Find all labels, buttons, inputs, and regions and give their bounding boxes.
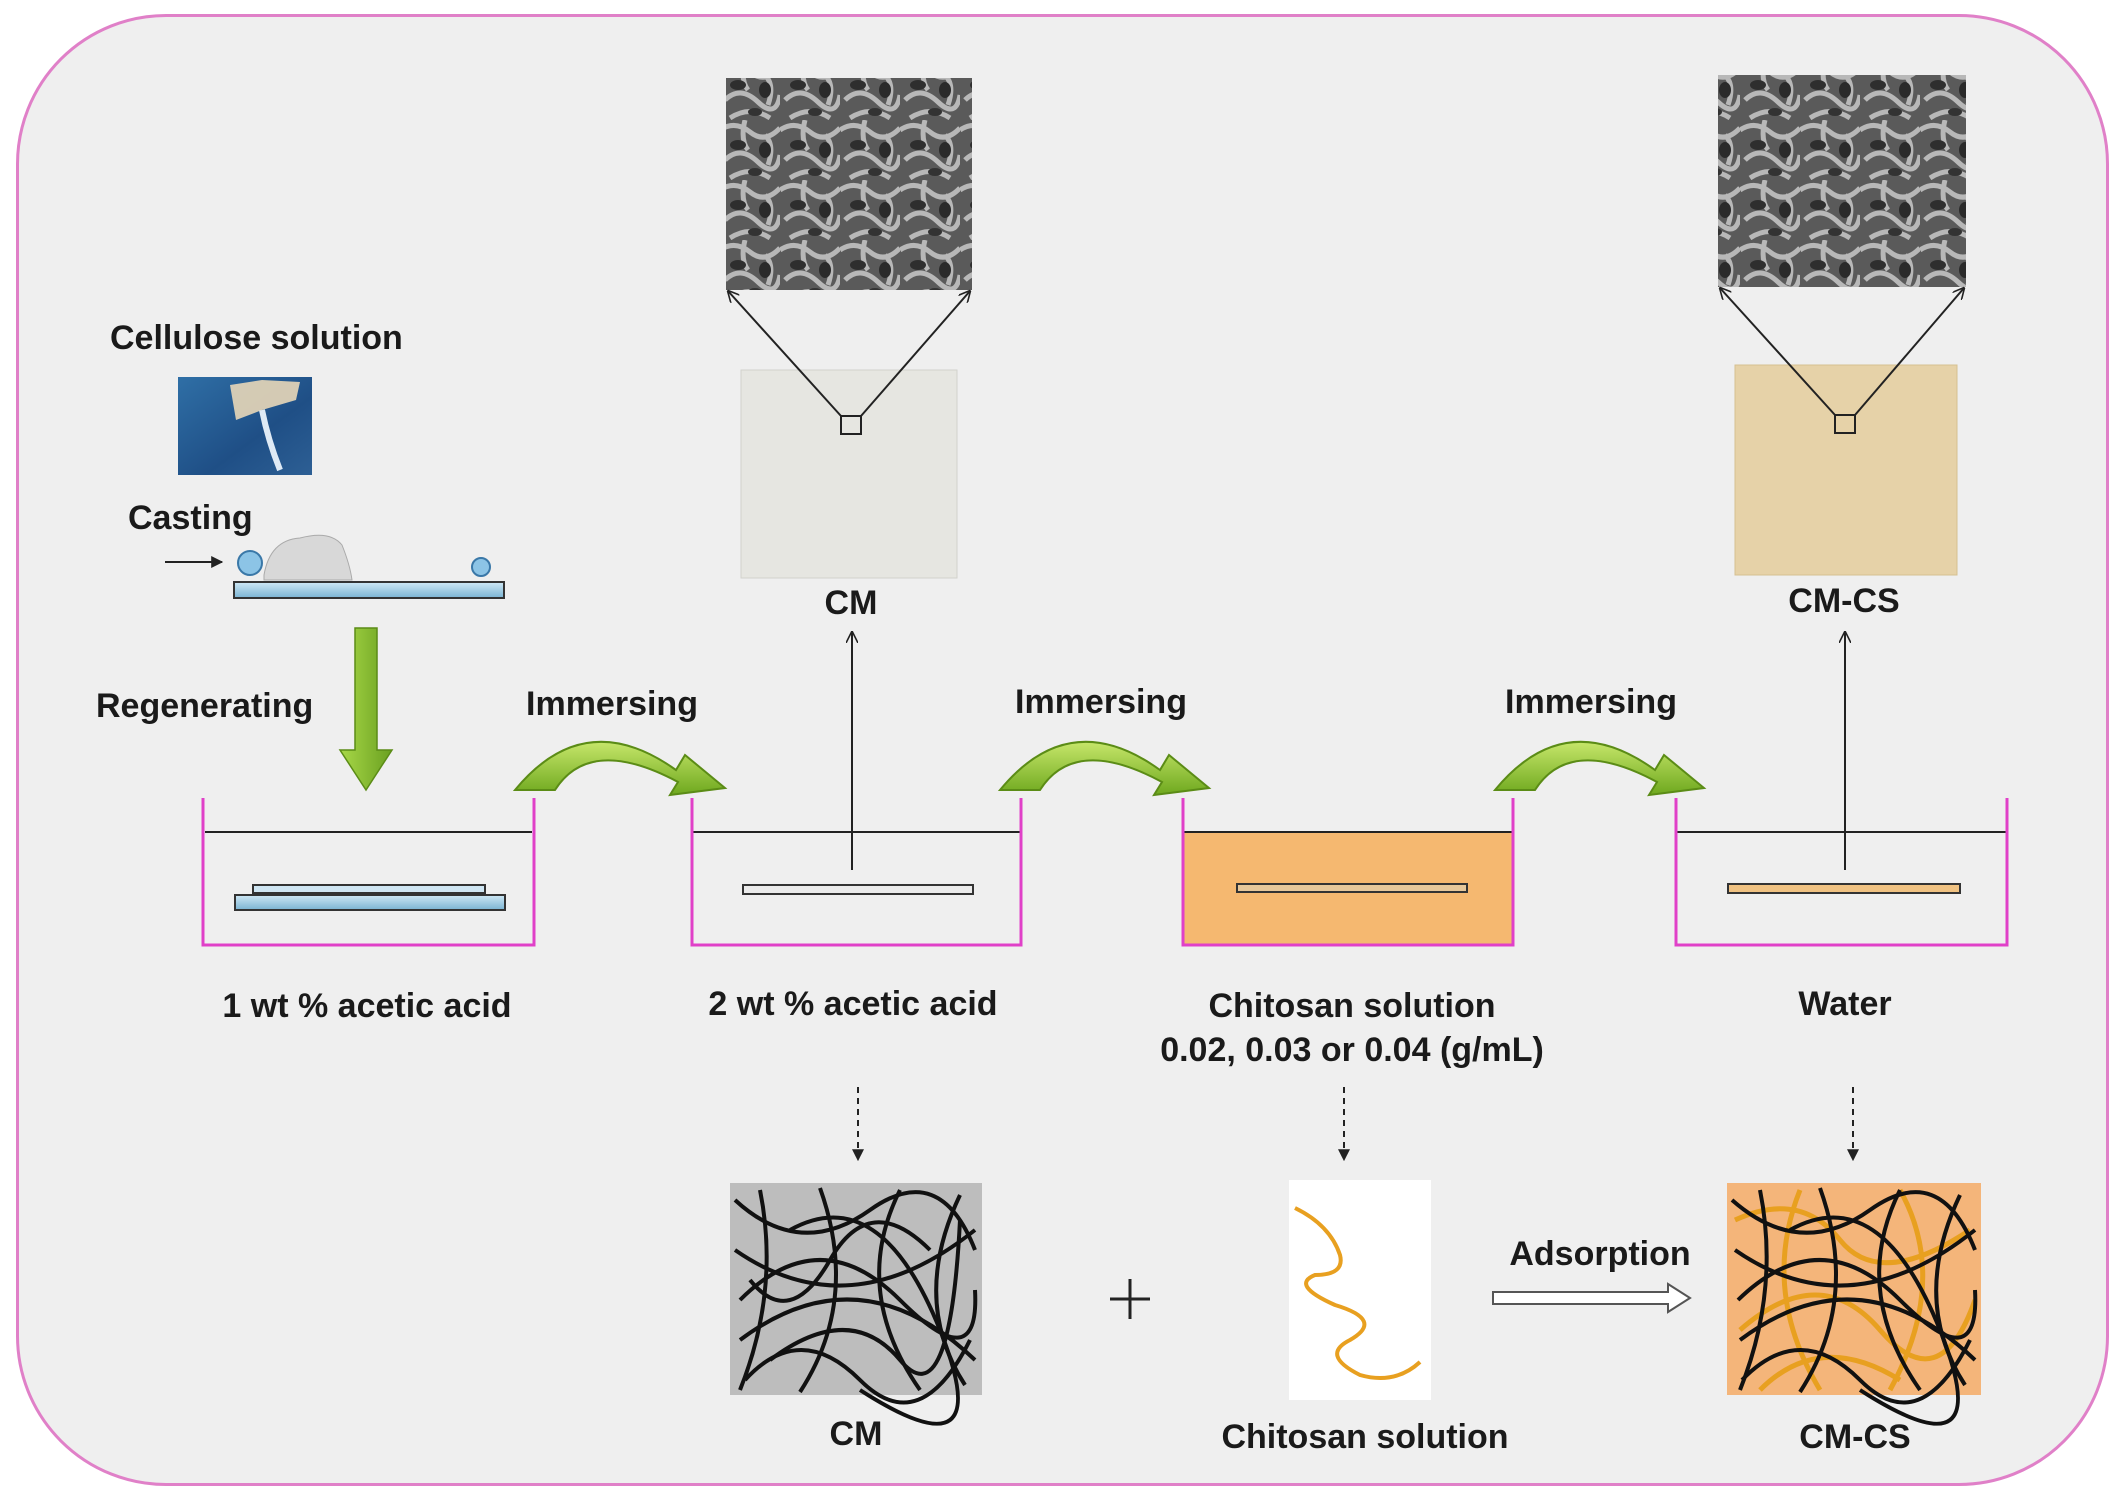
bath-4-water (1674, 798, 2009, 947)
cmcs-fiber-schematic (1727, 1183, 1981, 1426)
label-cm-top: CM (824, 584, 878, 622)
label-immersing-2: Immersing (1015, 683, 1187, 721)
chitosan-chain-schematic (1289, 1180, 1431, 1400)
label-cellulose-solution: Cellulose solution (110, 319, 403, 357)
label-immersing-1: Immersing (526, 685, 698, 723)
cm-sem-image (726, 78, 972, 290)
regenerating-arrow (338, 627, 394, 792)
cellulose-solution-photo (178, 377, 312, 475)
label-regenerating: Regenerating (96, 687, 314, 725)
bath-2 (690, 798, 1023, 947)
label-bath-1: 1 wt % acetic acid (222, 987, 512, 1025)
label-bath-2: 2 wt % acetic acid (708, 985, 998, 1023)
cm-fiber-schematic (730, 1183, 982, 1426)
cmcs-sem-image (1718, 75, 1966, 287)
label-casting: Casting (128, 499, 253, 537)
plus-sign (1110, 1279, 1150, 1319)
bath-1 (201, 798, 536, 947)
label-bath-4: Water (1798, 985, 1892, 1023)
label-immersing-3: Immersing (1505, 683, 1677, 721)
label-bath-3-line2: 0.02, 0.03 or 0.04 (g/mL) (1160, 1031, 1544, 1069)
label-adsorption: Adsorption (1509, 1235, 1691, 1273)
immersing-arrow-2 (997, 741, 1212, 797)
immersing-arrow-1 (512, 741, 728, 797)
bath-3-chitosan (1181, 798, 1515, 947)
casting-plate-icon (165, 534, 505, 599)
cm-membrane-photo (740, 369, 958, 579)
label-cmcs-bottom: CM-CS (1799, 1418, 1911, 1456)
cmcs-membrane-photo (1734, 364, 1958, 576)
label-chitosan-bottom: Chitosan solution (1221, 1418, 1509, 1456)
immersing-arrow-3 (1492, 741, 1707, 797)
label-cm-bottom: CM (829, 1415, 883, 1453)
label-bath-3-line1: Chitosan solution (1208, 987, 1496, 1025)
label-cmcs-top: CM-CS (1788, 582, 1900, 620)
adsorption-arrow (1492, 1282, 1692, 1314)
